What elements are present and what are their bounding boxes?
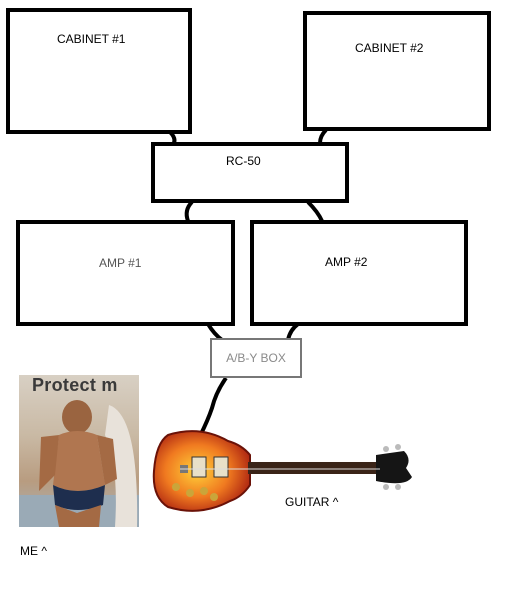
amp-1-box — [16, 220, 235, 326]
cable-cabinet2-rc50 — [318, 128, 328, 144]
me-label: ME ^ — [20, 544, 47, 558]
person-figure-icon — [19, 400, 139, 527]
cable-abybox-guitar — [198, 376, 228, 437]
guitar-label: GUITAR ^ — [285, 495, 339, 509]
cable-rc50-amp1 — [184, 200, 194, 222]
amp-2-label: AMP #2 — [325, 255, 368, 269]
rc50-box — [151, 142, 349, 203]
amp-1-label: AMP #1 — [99, 256, 142, 270]
cabinet-2-box — [303, 11, 491, 131]
cabinet-1-label: CABINET #1 — [57, 32, 126, 46]
me-photo: Protect m — [19, 375, 139, 527]
cabinet-2-label: CABINET #2 — [355, 41, 424, 55]
aby-box-label: A/B-Y BOX — [226, 351, 286, 365]
cabinet-1-box — [6, 8, 192, 134]
amp-2-box — [250, 220, 468, 326]
aby-box: A/B-Y BOX — [210, 338, 302, 378]
guitar-icon — [152, 430, 412, 512]
cable-rc50-amp2 — [306, 200, 324, 222]
photo-caption: Protect m — [32, 375, 118, 395]
rc50-label: RC-50 — [226, 154, 261, 168]
